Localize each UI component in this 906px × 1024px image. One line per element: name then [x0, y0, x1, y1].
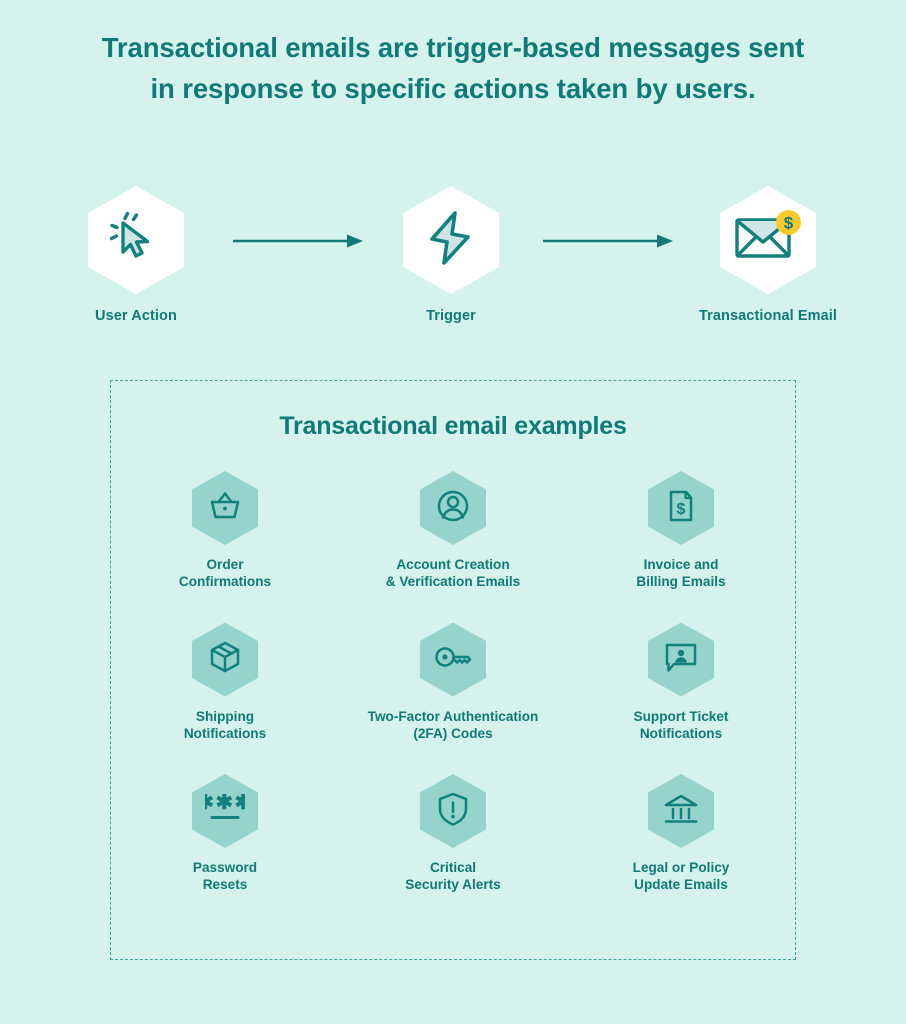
- support-chat-icon: [663, 640, 699, 679]
- examples-grid: Order Confirmations Account Creation & V…: [111, 465, 795, 894]
- example-label: Order Confirmations: [111, 556, 339, 591]
- hexagon-trigger: [403, 186, 499, 294]
- example-invoice-billing: $ Invoice and Billing Emails: [567, 465, 795, 591]
- process-flow: User Action Trigger $: [0, 186, 906, 326]
- example-label: Account Creation & Verification Emails: [339, 556, 567, 591]
- shopping-basket-icon: [207, 488, 243, 529]
- cursor-click-icon: [107, 209, 165, 272]
- example-label-line-1: Shipping: [195, 708, 255, 724]
- example-label-line-2: Notifications: [183, 725, 267, 741]
- password-asterisks-icon: ✱✱✱: [196, 791, 252, 829]
- example-shipping-notifications: Shipping Notifications: [111, 617, 339, 743]
- page-title-line-1: Transactional emails are trigger-based m…: [101, 32, 805, 63]
- example-label: Password Resets: [111, 859, 339, 894]
- svg-text:✱✱✱: ✱✱✱: [205, 794, 245, 814]
- example-label: Invoice and Billing Emails: [567, 556, 795, 591]
- hexagon-icon-holder: [648, 622, 714, 697]
- example-label-line-1: Password: [192, 860, 258, 875]
- example-label: Two-Factor Authentication (2FA) Codes: [339, 708, 567, 743]
- hexagon-icon-holder: [420, 471, 486, 545]
- hexagon-transactional-email: $: [720, 186, 816, 294]
- bank-building-icon: [662, 792, 700, 831]
- svg-text:$: $: [677, 501, 686, 518]
- hexagon-icon-holder: [420, 622, 486, 697]
- example-label: Critical Security Alerts: [339, 859, 567, 894]
- example-label-line-2: Billing Emails: [636, 574, 726, 590]
- examples-panel: Transactional email examples Order Confi…: [110, 380, 796, 960]
- example-label-line-1: Invoice and: [643, 557, 719, 572]
- hexagon-icon-holder: [192, 622, 258, 697]
- invoice-dollar-icon: $: [663, 488, 699, 529]
- flow-node-label: Trigger: [426, 308, 476, 324]
- page-title-line-2: in response to specific actions taken by…: [150, 72, 756, 104]
- hexagon-icon-holder: ✱✱✱: [192, 774, 258, 848]
- hexagon-icon-holder: [648, 774, 714, 848]
- example-label-line-2: Resets: [202, 877, 248, 893]
- example-order-confirmations: Order Confirmations: [111, 465, 339, 591]
- example-label: Legal or Policy Update Emails: [567, 859, 795, 894]
- flow-node-transactional-email: $ Transactional Email: [673, 186, 863, 324]
- svg-text:$: $: [784, 213, 794, 232]
- example-legal-policy-update: Legal or Policy Update Emails: [567, 768, 795, 894]
- page-title: Transactional emails are trigger-based m…: [0, 28, 906, 109]
- example-two-factor-auth: Two-Factor Authentication (2FA) Codes: [339, 617, 567, 743]
- example-label-line-2: Update Emails: [634, 877, 728, 893]
- example-label: Support Ticket Notifications: [567, 708, 795, 743]
- example-label-line-1: Legal or Policy: [632, 860, 730, 875]
- lightning-bolt-icon: [424, 209, 478, 272]
- examples-title: Transactional email examples: [279, 412, 627, 440]
- example-critical-security-alerts: Critical Security Alerts: [339, 768, 567, 894]
- hexagon-user-action: [88, 186, 184, 294]
- example-label-line-2: & Verification Emails: [385, 574, 521, 590]
- example-label-line-2: (2FA) Codes: [413, 725, 493, 741]
- example-label-line-1: Account Creation: [396, 557, 510, 572]
- flow-node-trigger: Trigger: [356, 186, 546, 324]
- example-label-line-1: Support Ticket: [633, 708, 729, 724]
- example-label: Shipping Notifications: [111, 708, 339, 743]
- example-account-creation: Account Creation & Verification Emails: [339, 465, 567, 591]
- example-label-line-1: Critical: [429, 860, 477, 875]
- example-label-line-1: Two-Factor Authentication: [367, 708, 539, 724]
- flow-node-label: Transactional Email: [698, 308, 838, 324]
- arrow-user-action-to-trigger: [233, 234, 363, 248]
- flow-node-label: User Action: [95, 308, 177, 324]
- shield-alert-icon: [437, 791, 469, 832]
- arrow-trigger-to-email: [543, 234, 673, 248]
- example-label-line-2: Confirmations: [178, 574, 272, 590]
- example-support-ticket: Support Ticket Notifications: [567, 617, 795, 743]
- package-box-icon: [207, 639, 243, 680]
- hexagon-icon-holder: [192, 471, 258, 545]
- example-label-line-1: Order: [206, 557, 244, 572]
- key-icon: [434, 642, 472, 677]
- example-password-resets: ✱✱✱ Password Resets: [111, 768, 339, 894]
- hexagon-icon-holder: $: [648, 471, 714, 545]
- hexagon-icon-holder: [420, 774, 486, 848]
- envelope-dollar-icon: $: [733, 209, 803, 272]
- example-label-line-2: Security Alerts: [405, 877, 501, 893]
- example-label-line-2: Notifications: [639, 725, 723, 741]
- user-circle-icon: [435, 488, 471, 529]
- flow-node-user-action: User Action: [41, 186, 231, 324]
